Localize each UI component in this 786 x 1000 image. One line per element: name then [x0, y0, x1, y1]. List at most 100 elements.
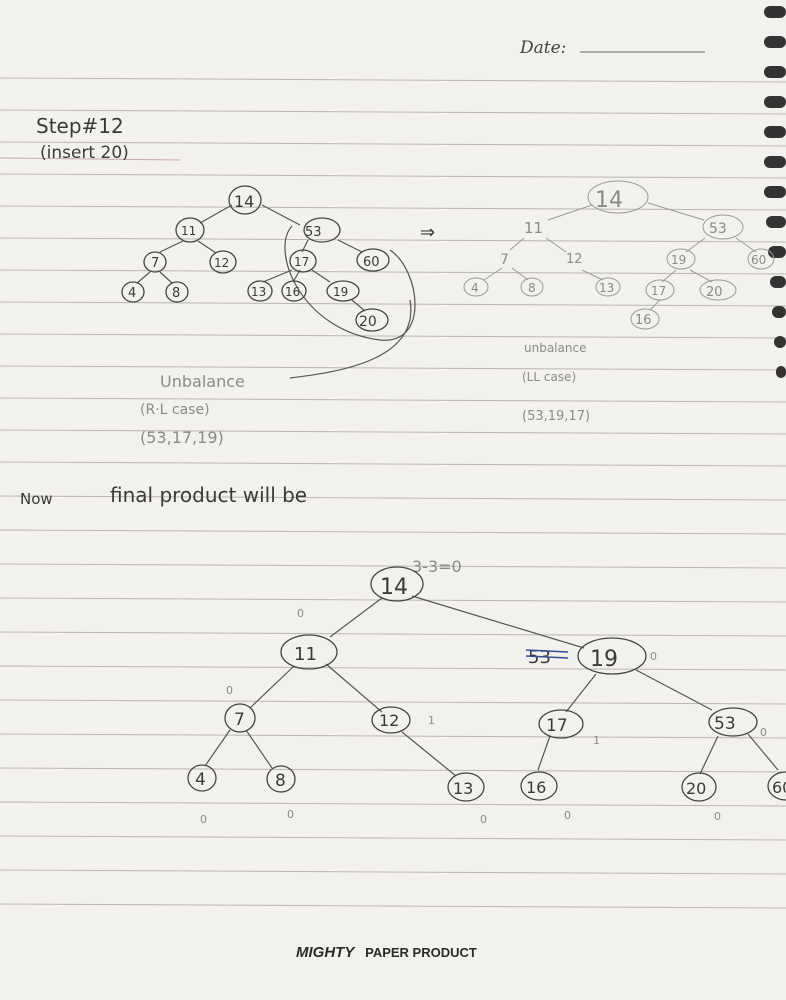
node-label-20-final: 20 [686, 779, 706, 798]
balance-calculation: 3-3=0 [412, 557, 462, 576]
node-60-intermediate [747, 248, 775, 270]
unbalance-note-left: Unbalance [160, 372, 245, 391]
now-label: Now [20, 490, 53, 508]
bf-17: 1 [593, 734, 600, 747]
bf-19: 0 [650, 650, 657, 663]
rotation-nodes-left: (53,17,19) [140, 428, 224, 447]
node-label-8: 8 [172, 286, 180, 301]
node-label-17-final: 17 [546, 716, 568, 736]
node-label-8-final: 8 [275, 771, 286, 791]
bf-13: 0 [480, 813, 487, 826]
node-16-final [520, 771, 558, 801]
bf-8: 0 [287, 808, 294, 821]
node-label-16-final: 16 [526, 778, 546, 797]
node-label-60-final: 60 [772, 778, 786, 797]
node-label-13: 13 [251, 285, 266, 299]
node-13-final [447, 772, 485, 802]
node-17 [289, 249, 317, 273]
bf-11: 0 [297, 607, 304, 620]
tree-before-rotation: 14 11 53 7 12 17 60 4 8 13 16 19 20 [121, 185, 416, 379]
node-label-11-intermediate: 11 [524, 219, 543, 237]
date-label: Date: [519, 38, 566, 58]
brand-footer: MIGHTY PAPER PRODUCT [296, 943, 477, 961]
node-label-11-final: 11 [294, 644, 317, 665]
node-label-12-final: 12 [379, 711, 399, 730]
node-11 [175, 217, 205, 243]
node-8-final [266, 765, 296, 793]
node-4-intermediate [463, 277, 489, 297]
node-20-intermediate [699, 279, 737, 301]
strike-through-53 [525, 649, 569, 653]
bf-20: 0 [714, 810, 721, 823]
tree-final: 14 11 19 53 7 12 17 53 4 8 13 16 20 60 [187, 566, 786, 802]
node-label-12-intermediate: 12 [566, 252, 583, 267]
node-60-final [767, 771, 786, 801]
node-19 [326, 280, 360, 302]
node-label-53: 53 [305, 225, 322, 240]
brand-rest: PAPER PRODUCT [365, 945, 477, 960]
bf-12: 1 [428, 714, 435, 727]
bf-53: 0 [760, 726, 767, 739]
step-title: Step#12 [36, 114, 124, 138]
node-16 [281, 280, 307, 302]
node-11-final [280, 634, 338, 670]
node-14-intermediate [587, 180, 649, 214]
bf-4: 0 [200, 813, 207, 826]
node-8-intermediate [520, 277, 544, 297]
node-label-4-intermediate: 4 [471, 281, 479, 295]
node-label-60-intermediate: 60 [751, 253, 766, 267]
node-4-final [187, 764, 217, 792]
node-label-13-intermediate: 13 [599, 281, 614, 295]
node-12-final [371, 706, 411, 734]
node-label-20: 20 [359, 314, 377, 330]
case-note-right: (LL case) [522, 370, 576, 384]
rotation-nodes-right: (53,19,17) [522, 409, 590, 424]
spiral-binding [764, 6, 786, 378]
node-label-11: 11 [181, 224, 196, 238]
node-label-19-intermediate: 19 [671, 253, 686, 267]
node-label-17-intermediate: 17 [651, 284, 666, 298]
transition-arrow: ⇒ [420, 222, 435, 243]
node-label-20-intermediate: 20 [706, 285, 723, 300]
case-note-left: (R·L case) [140, 402, 210, 418]
struck-out-53: 53 [528, 647, 551, 668]
node-label-7-intermediate: 7 [500, 252, 509, 268]
balance-factors: 0 0 0 1 1 0 0 0 0 0 0 0 [200, 607, 767, 826]
node-label-53-intermediate: 53 [709, 221, 727, 237]
node-label-19: 19 [333, 285, 348, 299]
node-label-8-intermediate: 8 [528, 281, 536, 295]
node-label-17: 17 [294, 255, 309, 269]
node-16-intermediate [630, 308, 660, 330]
node-label-16: 16 [285, 285, 300, 299]
node-19-intermediate [666, 248, 696, 270]
node-label-4-final: 4 [195, 770, 206, 790]
bf-7: 0 [226, 684, 233, 697]
node-label-16-intermediate: 16 [635, 313, 652, 328]
node-4 [121, 281, 145, 303]
final-product-label: final product will be [110, 483, 307, 507]
step-action: (insert 20) [40, 143, 129, 163]
node-label-14-intermediate: 14 [595, 188, 623, 213]
node-label-7: 7 [151, 256, 159, 271]
node-7 [143, 251, 167, 273]
node-60 [356, 248, 390, 272]
node-12 [209, 250, 237, 274]
node-17-final [538, 709, 584, 739]
node-53-intermediate [702, 214, 744, 240]
node-label-7-final: 7 [234, 710, 245, 730]
node-17-intermediate [645, 279, 675, 301]
strike-through-53b [525, 655, 569, 659]
node-14 [228, 185, 262, 215]
node-13 [247, 280, 273, 302]
node-20 [355, 308, 389, 332]
node-53-final [708, 707, 758, 737]
node-label-53-final: 53 [714, 714, 736, 734]
ruled-lines [0, 77, 786, 909]
node-label-60: 60 [363, 255, 380, 270]
node-label-12: 12 [214, 256, 229, 270]
node-label-13-final: 13 [453, 779, 473, 798]
node-label-19-final: 19 [590, 647, 618, 672]
brand-bold: MIGHTY [296, 944, 356, 961]
node-20-final [681, 772, 717, 802]
